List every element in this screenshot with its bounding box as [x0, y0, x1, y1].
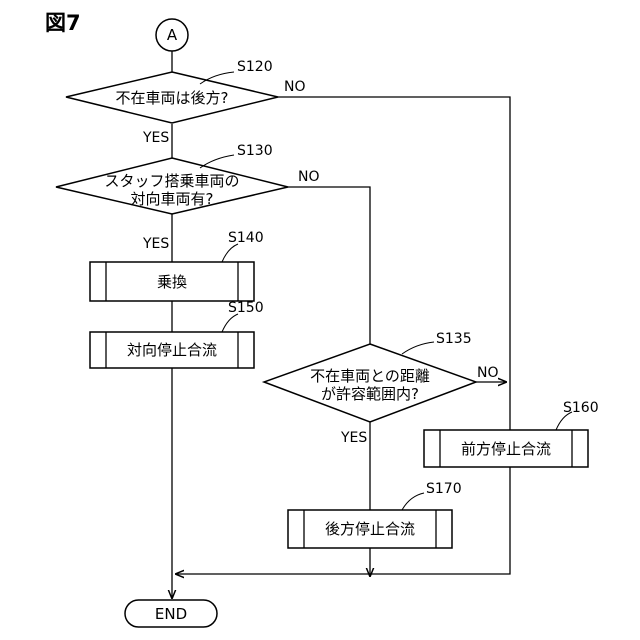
decision-s130-line2: 対向車両有?: [131, 190, 214, 208]
decision-s130-line1: スタッフ搭乗車両の: [104, 172, 239, 190]
decision-s135: 不在車両との距離 が許容範囲内? S135 NO YES: [264, 331, 499, 446]
end-terminal: END: [125, 600, 217, 627]
process-s170-text: 後方停止合流: [325, 520, 415, 538]
step-id-s150: S150: [228, 300, 264, 316]
start-connector: A: [156, 19, 188, 51]
figure-label: 図7: [45, 11, 81, 35]
step-id-s140: S140: [228, 230, 264, 246]
process-s140-text: 乗換: [157, 273, 187, 291]
branch-s130-no: NO: [298, 169, 320, 185]
decision-s120-text: 不在車両は後方?: [116, 89, 229, 107]
branch-s135-yes: YES: [340, 430, 367, 446]
step-id-s135: S135: [436, 331, 472, 347]
end-label: END: [155, 605, 187, 623]
process-s160-text: 前方停止合流: [461, 440, 551, 458]
decision-s135-line2: が許容範囲内?: [321, 385, 419, 403]
process-s140: 乗換 S140: [90, 230, 264, 301]
branch-s130-yes: YES: [142, 236, 169, 252]
step-id-s170: S170: [426, 481, 462, 497]
decision-s130: スタッフ搭乗車両の 対向車両有? S130 NO YES: [56, 143, 320, 252]
connector-label: A: [167, 26, 178, 44]
branch-s120-yes: YES: [142, 130, 169, 146]
step-id-s160: S160: [563, 400, 599, 416]
process-s170: 後方停止合流 S170: [288, 481, 462, 548]
branch-s120-no: NO: [284, 79, 306, 95]
step-id-s120: S120: [237, 59, 273, 75]
decision-s135-line1: 不在車両との距離: [310, 367, 430, 385]
branch-s135-no: NO: [477, 365, 499, 381]
process-s150: 対向停止合流 S150: [90, 300, 264, 368]
decision-s120: 不在車両は後方? S120 NO YES: [66, 59, 306, 146]
process-s150-text: 対向停止合流: [127, 341, 217, 359]
process-s160: 前方停止合流 S160: [424, 400, 599, 467]
step-id-s130: S130: [237, 143, 273, 159]
